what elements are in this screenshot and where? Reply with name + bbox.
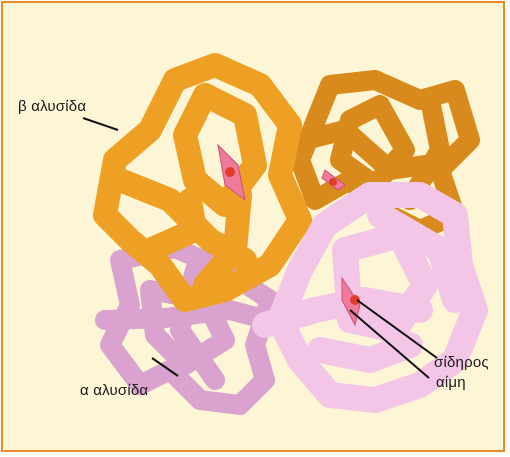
heme-label: αίμη: [436, 374, 466, 391]
beta-chain-label: β αλυσίδα: [18, 98, 86, 115]
alpha-chain-label: α αλυσίδα: [80, 382, 148, 399]
iron-label: σίδηρος: [434, 354, 489, 371]
beta-chain-leader: [83, 118, 118, 130]
